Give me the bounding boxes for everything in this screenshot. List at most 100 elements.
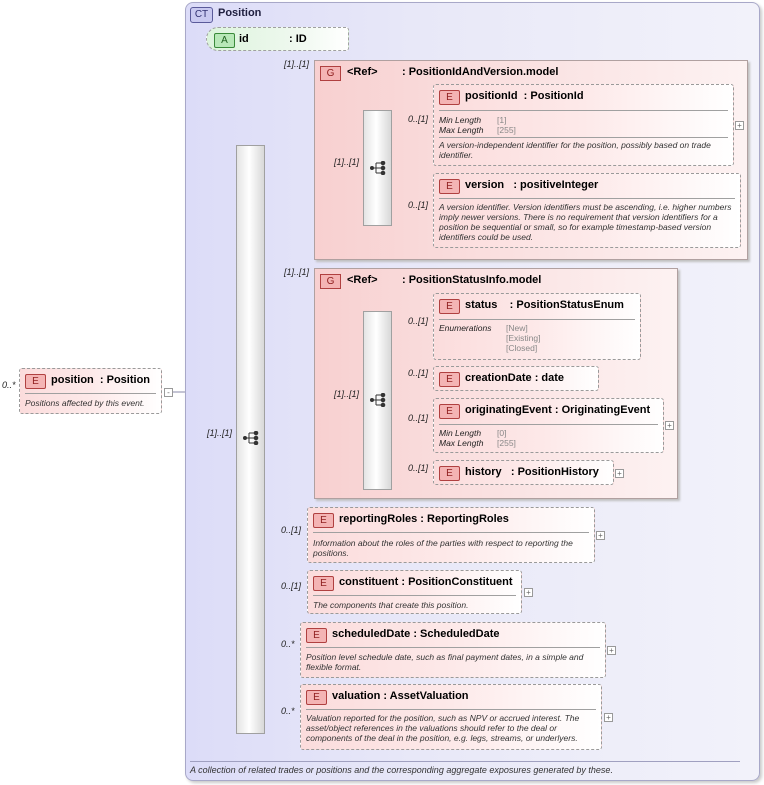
collapse-toggle[interactable]: - [164, 388, 173, 397]
element-separator [306, 647, 600, 648]
group-badge: G [320, 66, 341, 81]
element-documentation: A version identifier. Version identifier… [439, 202, 732, 242]
main-sequence-cardinality: [1]..[1] [207, 428, 233, 438]
element-separator [313, 595, 516, 596]
expand-toggle[interactable]: + [665, 421, 674, 430]
complex-type-title: Position [218, 7, 262, 19]
element-separator [439, 198, 735, 199]
attribute-badge: A [214, 33, 235, 48]
element-name: originatingEvent : OriginatingEvent [465, 404, 651, 416]
facet-value: [1] [497, 115, 507, 125]
complex-type-documentation: A collection of related trades or positi… [190, 761, 740, 775]
element-badge: E [306, 628, 327, 643]
element-cardinality: 0..[1] [281, 525, 302, 535]
group-name: : PositionIdAndVersion.model [402, 66, 559, 78]
element-separator [439, 137, 728, 138]
root-element-cardinality: 0..* [2, 380, 16, 390]
element-name: reportingRoles : ReportingRoles [339, 513, 509, 525]
element-badge: E [313, 576, 334, 591]
element-badge: E [439, 179, 460, 194]
element-version[interactable]: E version : positiveInteger A version id… [433, 173, 741, 248]
element-position-id[interactable]: E positionId : PositionId Min Length [1]… [433, 84, 734, 166]
element-badge: E [439, 90, 460, 105]
element-badge: E [439, 466, 460, 481]
element-badge: E [439, 372, 460, 387]
group-name: : PositionStatusInfo.model [402, 274, 542, 286]
element-constituent[interactable]: E constituent : PositionConstituent The … [307, 570, 522, 614]
group-cardinality: [1]..[1] [284, 267, 310, 277]
element-creation-date[interactable]: E creationDate : date [433, 366, 599, 391]
element-cardinality: 0..* [281, 639, 295, 649]
element-name: creationDate : date [465, 372, 565, 384]
element-cardinality: 0..[1] [408, 368, 429, 378]
element-status[interactable]: E status : PositionStatusEnum Enumeratio… [433, 293, 641, 360]
sequence-icon [370, 393, 386, 407]
expand-toggle[interactable]: + [615, 469, 624, 478]
element-valuation[interactable]: E valuation : AssetValuation Valuation r… [300, 684, 602, 750]
sequence-icon [370, 161, 386, 175]
element-name: position : Position [51, 374, 151, 386]
element-name: valuation : AssetValuation [332, 690, 469, 702]
element-documentation: Information about the roles of the parti… [313, 538, 573, 558]
group-sequence-cardinality: [1]..[1] [334, 157, 360, 167]
element-documentation: The components that create this position… [313, 600, 469, 610]
element-reporting-roles[interactable]: E reportingRoles : ReportingRoles Inform… [307, 507, 595, 563]
group-cardinality: [1]..[1] [284, 59, 310, 69]
element-documentation: Valuation reported for the position, suc… [306, 713, 580, 743]
enumeration-value: [New] [506, 323, 528, 333]
facet-value: [255] [497, 125, 516, 135]
facet-label: Min Length [439, 428, 482, 438]
element-cardinality: 0..[1] [408, 413, 429, 423]
main-sequence-bar [236, 145, 265, 734]
attribute-name: id [239, 33, 249, 45]
element-scheduled-date[interactable]: E scheduledDate : ScheduledDate Position… [300, 622, 606, 678]
complex-type-badge: CT [190, 7, 213, 23]
expand-toggle[interactable]: + [604, 713, 613, 722]
element-name: constituent : PositionConstituent [339, 576, 513, 588]
element-name: history : PositionHistory [465, 466, 599, 478]
element-badge: E [306, 690, 327, 705]
attribute-type: : ID [289, 33, 307, 45]
element-cardinality: 0..[1] [408, 114, 429, 124]
element-cardinality: 0..[1] [408, 463, 429, 473]
group-sequence-bar [363, 110, 392, 226]
root-element-position[interactable]: E position : Position Positions affected… [19, 368, 162, 414]
group-ref-label: <Ref> [347, 66, 378, 78]
element-badge: E [313, 513, 334, 528]
element-separator [439, 110, 728, 111]
attribute-id[interactable]: A id : ID [206, 27, 349, 51]
group-badge: G [320, 274, 341, 289]
element-name: status : PositionStatusEnum [465, 299, 624, 311]
facet-value: [255] [497, 438, 516, 448]
element-badge: E [439, 404, 460, 419]
group-sequence-cardinality: [1]..[1] [334, 389, 360, 399]
facet-label: Min Length [439, 115, 482, 125]
element-name: version : positiveInteger [465, 179, 599, 191]
group-ref-label: <Ref> [347, 274, 378, 286]
sequence-icon [243, 431, 259, 445]
element-originating-event[interactable]: E originatingEvent : OriginatingEvent Mi… [433, 398, 664, 453]
element-cardinality: 0..* [281, 706, 295, 716]
element-documentation: Positions affected by this event. [25, 398, 145, 408]
expand-toggle[interactable]: + [596, 531, 605, 540]
element-separator [25, 393, 156, 394]
element-documentation: A version-independent identifier for the… [439, 140, 711, 160]
element-separator [439, 424, 658, 425]
element-history[interactable]: E history : PositionHistory [433, 460, 614, 485]
element-cardinality: 0..[1] [408, 316, 429, 326]
element-name: scheduledDate : ScheduledDate [332, 628, 500, 640]
element-cardinality: 0..[1] [408, 200, 429, 210]
element-separator [306, 709, 596, 710]
facet-value: [0] [497, 428, 507, 438]
expand-toggle[interactable]: + [607, 646, 616, 655]
expand-toggle[interactable]: + [524, 588, 533, 597]
enumeration-value: [Closed] [506, 343, 538, 353]
enumeration-value: [Existing] [506, 333, 541, 343]
element-separator [313, 532, 589, 533]
enumerations-label: Enumerations [439, 323, 492, 333]
element-documentation: Position level schedule date, such as fi… [306, 652, 584, 672]
element-name: positionId : PositionId [465, 90, 584, 102]
facet-label: Max Length [439, 438, 484, 448]
element-separator [439, 319, 635, 320]
expand-toggle[interactable]: + [735, 121, 744, 130]
